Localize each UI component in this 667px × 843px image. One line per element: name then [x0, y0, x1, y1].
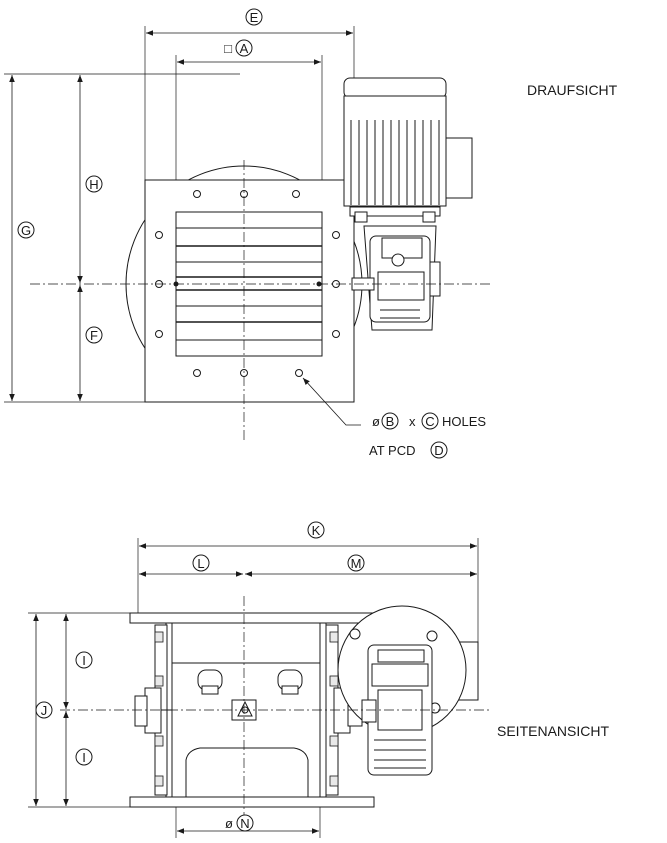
pcd-note: AT PCD — [369, 443, 415, 458]
bubble-h — [85, 175, 103, 193]
bubble-m — [347, 554, 365, 572]
top-flange — [129, 612, 375, 624]
dimension-label-i-lower: I — [82, 750, 86, 765]
bubble-k — [307, 521, 325, 539]
bubble-f — [85, 326, 103, 344]
bubble-d — [430, 441, 448, 459]
dimension-l-m: L M — [139, 554, 477, 577]
diameter-symbol-n: ø — [225, 816, 233, 831]
inspection-plugs — [197, 669, 303, 695]
bubble-j — [35, 701, 53, 719]
holes-note: HOLES — [442, 414, 486, 429]
dimension-label-h: H — [89, 177, 98, 192]
dimension-g: G — [4, 73, 240, 403]
square-symbol: □ — [224, 41, 232, 56]
dimension-label-d: D — [434, 443, 443, 458]
top-view-label: DRAUFSICHT — [527, 82, 618, 98]
dimension-label-i-upper: I — [82, 653, 86, 668]
bubble-n — [236, 814, 254, 832]
bubble-c — [421, 412, 439, 430]
dimension-label-n: N — [240, 816, 249, 831]
bubble-a — [235, 39, 253, 57]
bubble-l — [192, 554, 210, 572]
times-symbol: x — [409, 414, 416, 429]
diameter-symbol: ø — [372, 414, 380, 429]
holes-callout: ø B x C HOLES AT PCD D — [302, 377, 486, 459]
dimension-label-g: G — [21, 223, 31, 238]
flange-bolt-holes — [155, 190, 340, 377]
dimension-label-c: C — [425, 414, 434, 429]
dimension-label-f: F — [90, 328, 98, 343]
dimension-n: ø N — [175, 807, 321, 838]
dimension-j: J — [28, 612, 130, 808]
dimension-label-e: E — [250, 10, 259, 25]
bubble-b — [381, 412, 399, 430]
dimension-label-m: M — [351, 556, 362, 571]
left-endplate — [134, 624, 172, 796]
dimension-i: I I — [63, 614, 93, 806]
dimension-label-b: B — [386, 414, 395, 429]
dimension-label-l: L — [197, 556, 204, 571]
dimension-label-a: A — [240, 41, 249, 56]
bubble-i-upper — [75, 651, 93, 669]
side-view-label: SEITENANSICHT — [497, 723, 609, 739]
dimension-label-j: J — [41, 703, 48, 718]
bottom-flange — [129, 796, 375, 808]
dimension-label-k: K — [312, 523, 321, 538]
gearbox-top — [351, 225, 441, 331]
top-view: E □ A — [4, 8, 618, 459]
motor-top — [343, 77, 473, 223]
dimension-h-f: H F — [77, 75, 103, 401]
inlet-chamber — [171, 622, 321, 664]
dimension-a: □ A — [175, 39, 323, 212]
side-view: K L M — [28, 521, 609, 838]
drive-side — [337, 605, 479, 776]
dimension-e: E — [144, 8, 355, 180]
bubble-g — [17, 221, 35, 239]
outlet-chamber — [185, 747, 309, 798]
bubble-i-lower — [75, 748, 93, 766]
rotor-vanes — [173, 227, 322, 341]
bubble-e — [245, 8, 263, 26]
